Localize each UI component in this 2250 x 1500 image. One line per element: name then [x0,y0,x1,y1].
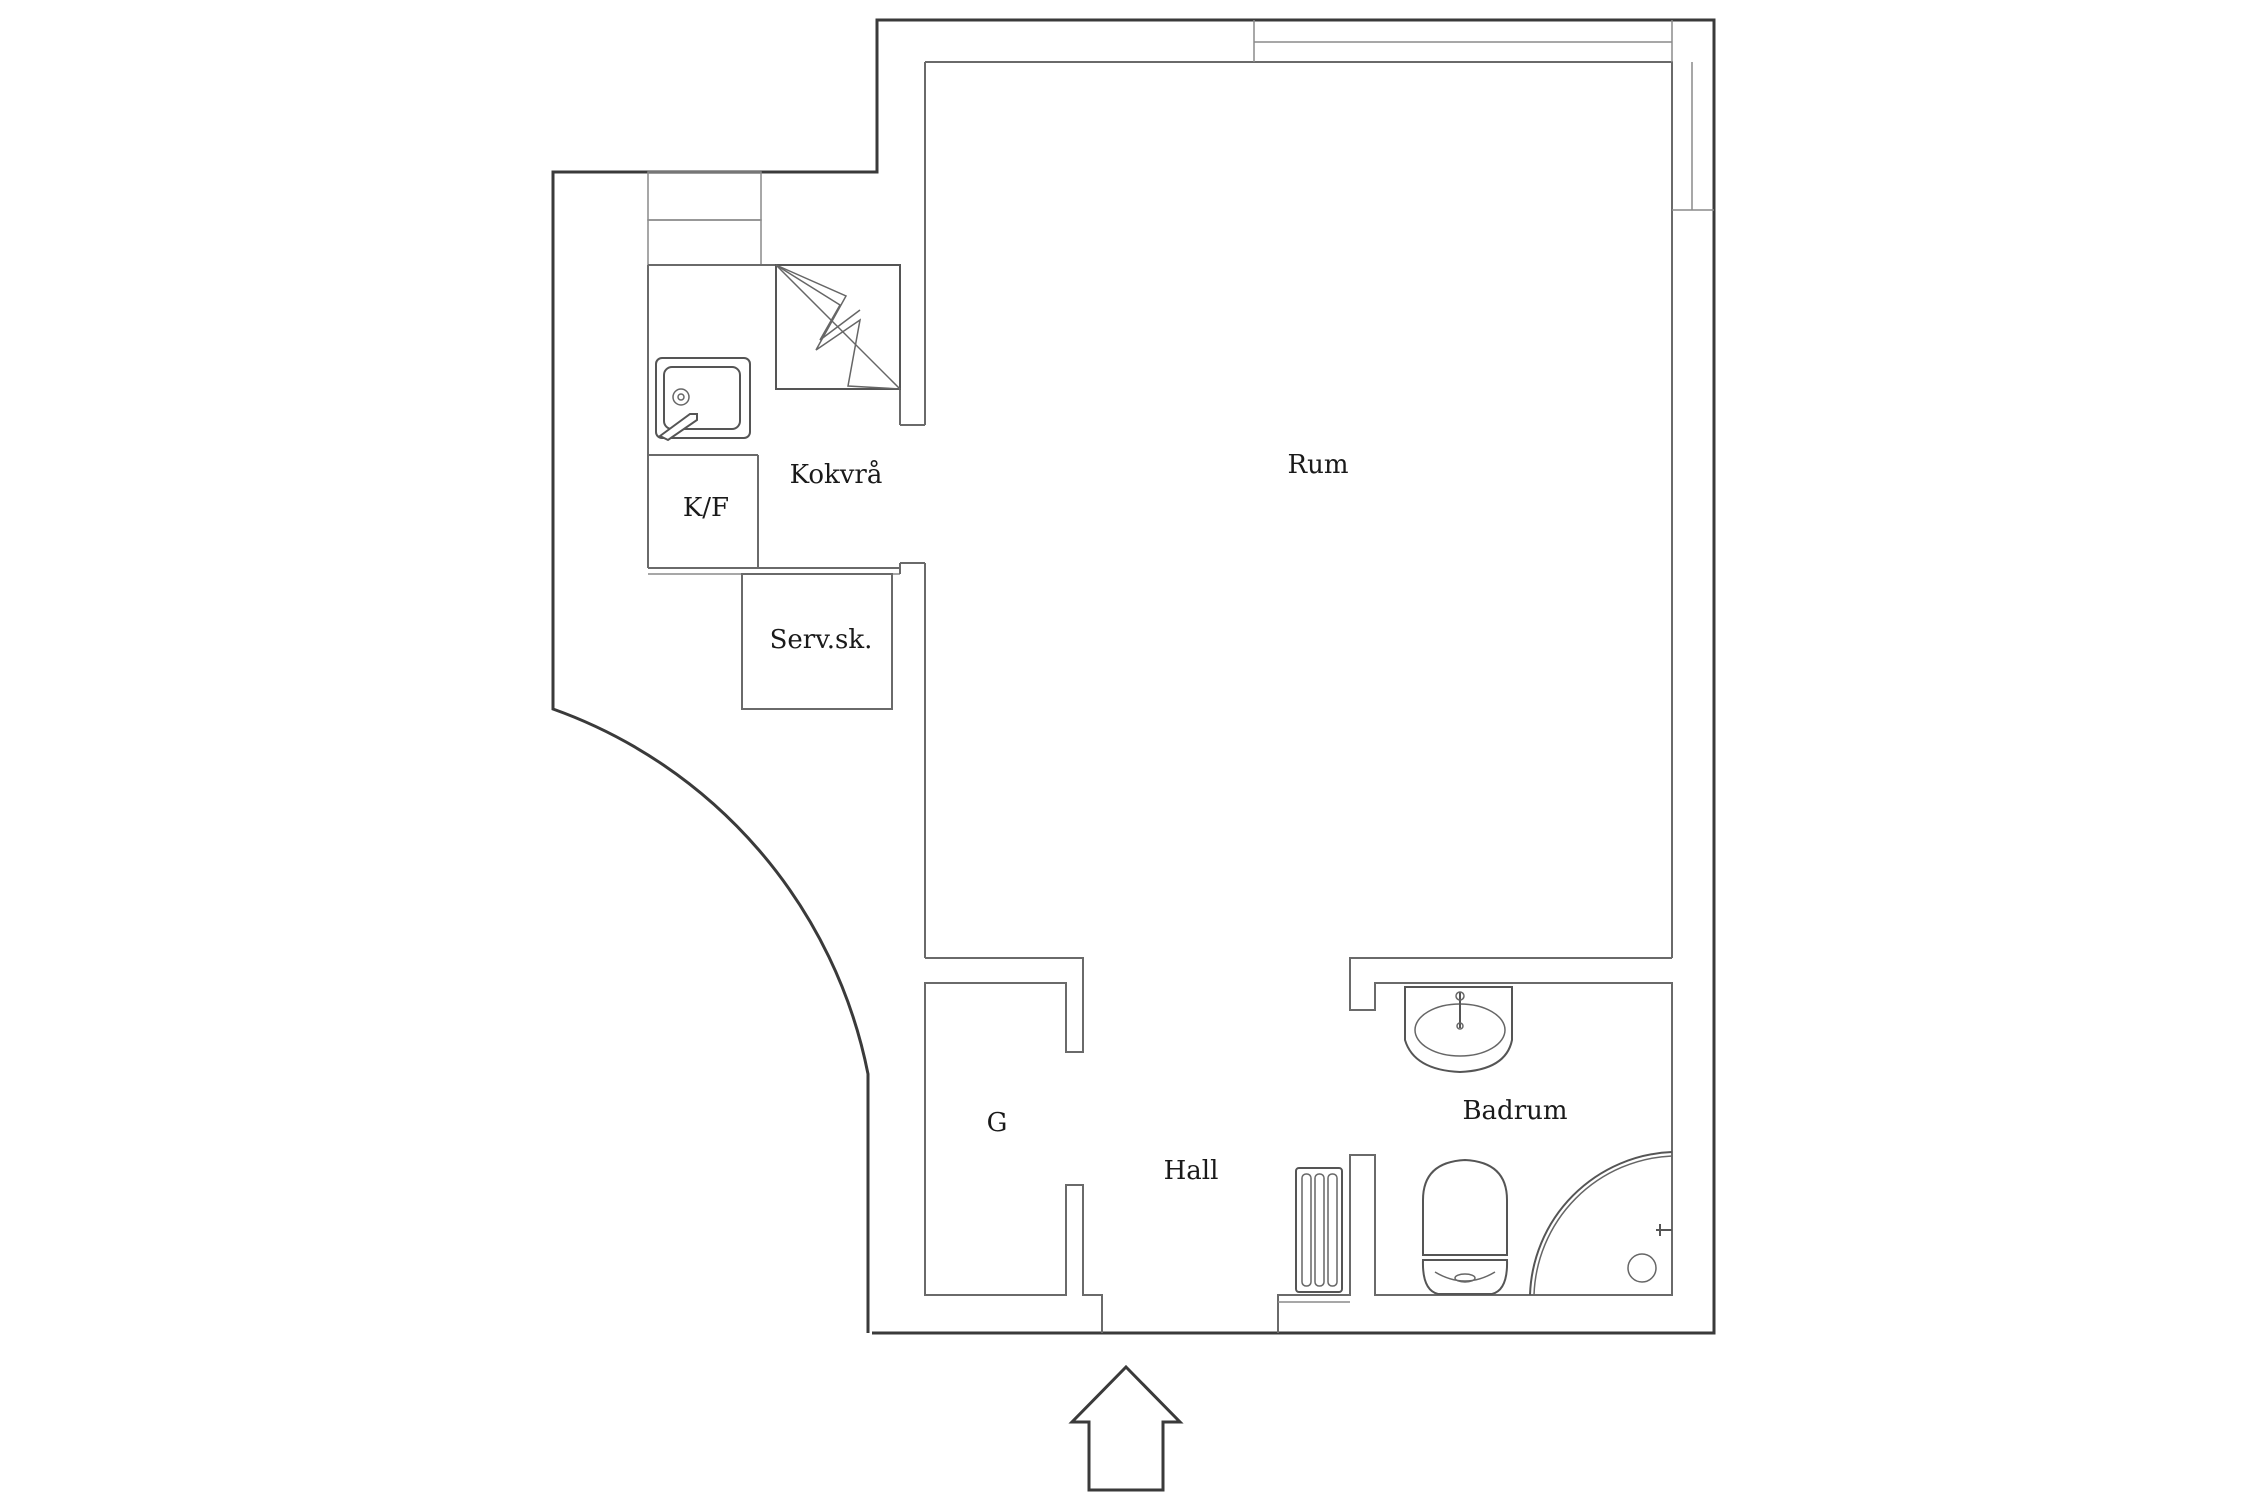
hall-walls [924,957,1103,1333]
bathroom-walls [1277,957,1673,1333]
kitchen-area [647,171,925,575]
outer-walls [551,18,1716,1335]
room-label-g: G [987,1108,1008,1138]
service-cabinet [741,573,893,710]
hob-icon [775,264,901,390]
washbasin-icon [1404,986,1513,1074]
arrow-up-icon [1068,1364,1184,1492]
windows [1253,20,1714,211]
radiator-icon [1295,1167,1343,1293]
shower-icon [1529,1151,1673,1296]
room-label-rum: Rum [1288,450,1349,480]
room-label-servsk: Serv.sk. [770,625,873,655]
toilet-icon [1421,1158,1509,1295]
room-label-hall: Hall [1164,1156,1219,1186]
room-label-kokvra: Kokvrå [790,459,883,490]
room-label-badrum: Badrum [1462,1096,1567,1126]
kitchen-sink-icon [655,357,751,442]
room-label-kf: K/F [683,493,729,523]
